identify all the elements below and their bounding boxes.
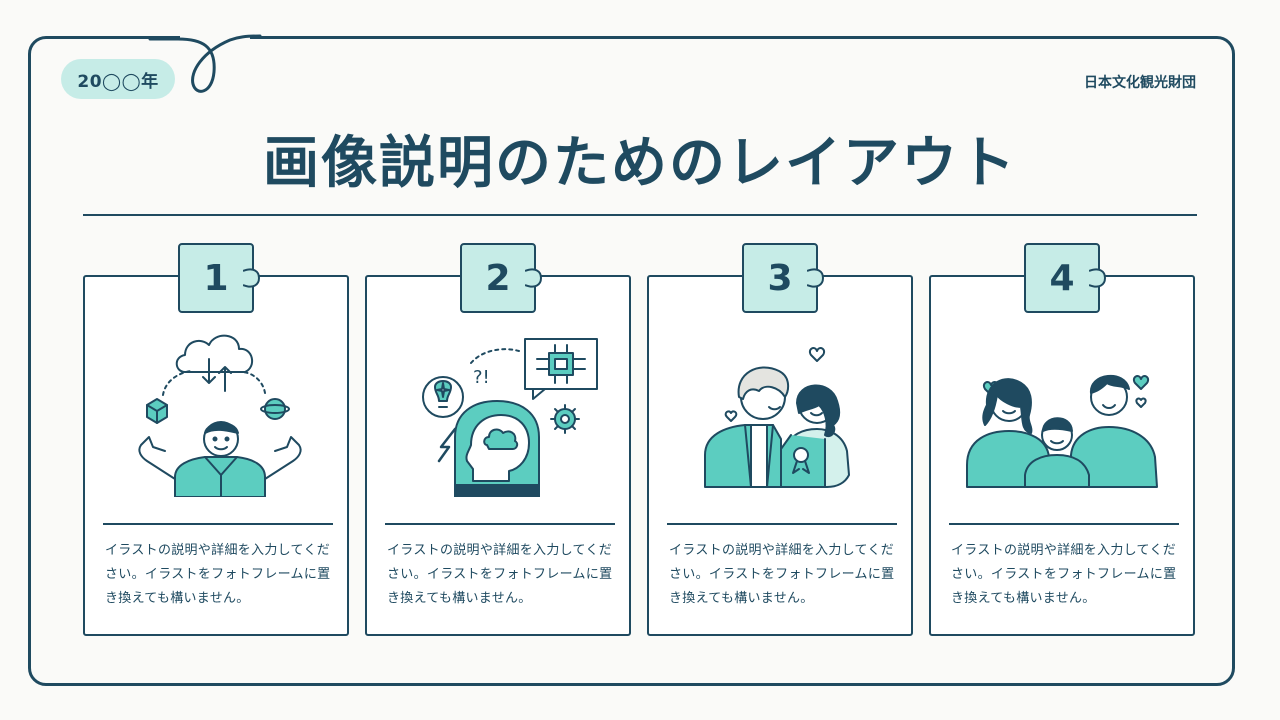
card-description: イラストの説明や詳細を入力してください。イラストをフォトフレームに置き換えても構… [669,543,895,606]
title-divider [83,214,1197,216]
tab-knob-icon [243,268,261,288]
card-1: イラストの説明や詳細を入力してください。イラストをフォトフレームに置き換えても構… [83,275,349,636]
organization-name: 日本文化観光財団 [1084,75,1196,91]
card-number-4: 4 [1024,243,1107,313]
card-4: イラストの説明や詳細を入力してください。イラストをフォトフレームに置き換えても構… [929,275,1195,636]
card-description: イラストの説明や詳細を入力してください。イラストをフォトフレームに置き換えても構… [387,543,613,606]
card-number-1: 1 [178,243,261,313]
card-number-2: 2 [460,243,543,313]
family-hearts-icon [966,374,1158,488]
page-title: 画像説明のためのレイアウト [263,131,1017,196]
tab-knob-icon [525,268,543,288]
grandparent-child-icon [704,347,850,488]
card-number-label: 2 [485,257,511,299]
card-number-label: 1 [203,257,229,299]
card-divider [949,523,1179,525]
card-description: イラストの説明や詳細を入力してください。イラストをフォトフレームに置き換えても構… [105,543,331,606]
card-3: イラストの説明や詳細を入力してください。イラストをフォトフレームに置き換えても構… [647,275,913,636]
tab-knob-icon [1089,268,1107,288]
card-description: イラストの説明や詳細を入力してください。イラストをフォトフレームに置き換えても構… [951,543,1177,606]
ai-head-chip-icon: ?! [422,338,598,497]
svg-text:?!: ?! [473,367,490,388]
slide-frame [28,36,1235,686]
card-number-3: 3 [742,243,825,313]
card-divider [667,523,897,525]
card-divider [103,523,333,525]
tab-knob-icon [807,268,825,288]
card-2: ?! イラストの説明や詳細を入力してください。イラストをフォトフレームに置き換え… [365,275,631,636]
year-badge: 20◯◯年 [61,59,175,99]
person-cloud-data-icon [138,334,302,497]
card-number-label: 3 [767,257,793,299]
decorative-loop [148,34,262,93]
card-divider [385,523,615,525]
card-number-label: 4 [1049,257,1075,299]
